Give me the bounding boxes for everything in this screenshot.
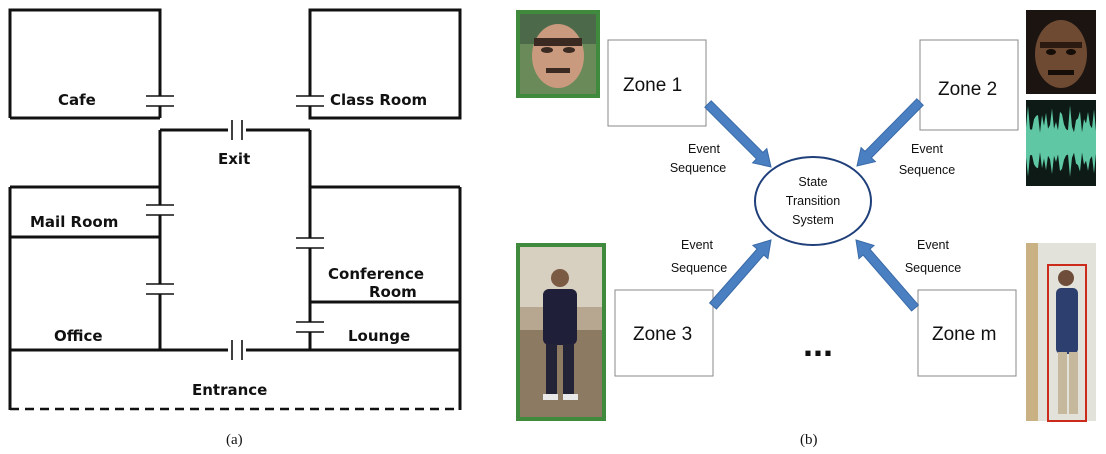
room-label-lounge: Lounge bbox=[348, 327, 410, 345]
face-image-zone1 bbox=[516, 10, 600, 98]
event-label-3b: Sequence bbox=[671, 261, 727, 275]
room-label-conference-line1: Conference bbox=[328, 265, 424, 283]
zonem-label: Zone m bbox=[932, 324, 996, 345]
center-label-line1: State bbox=[798, 175, 827, 189]
bounding-box bbox=[1047, 264, 1087, 422]
person-image-zonem bbox=[1026, 243, 1096, 422]
room-label-office: Office bbox=[54, 327, 103, 345]
floor-plan: Cafe Class Room Exit Mail Room Conferenc… bbox=[8, 8, 462, 448]
zone1-label: Zone 1 bbox=[623, 75, 682, 96]
zonem-box bbox=[917, 289, 1017, 377]
room-label-conference-line2: Room bbox=[369, 283, 417, 301]
state-transition-system bbox=[754, 156, 872, 246]
arrow-zone1 bbox=[704, 100, 772, 168]
caption-a: (a) bbox=[226, 432, 243, 448]
system-diagram: Zone 1 Zone 2 Zone 3 Zone m State Transi… bbox=[516, 10, 1096, 448]
zone2-label: Zone 2 bbox=[938, 79, 997, 100]
center-label-line2: Transition bbox=[786, 194, 840, 208]
person-image-zone3 bbox=[516, 243, 606, 421]
event-label-2a: Event bbox=[911, 142, 943, 156]
zone3-box bbox=[614, 289, 714, 377]
arrow-zone3 bbox=[708, 239, 772, 310]
room-label-cafe: Cafe bbox=[58, 91, 96, 109]
event-label-1b: Sequence bbox=[670, 161, 726, 175]
arrow-zonem bbox=[855, 239, 920, 312]
event-label-4b: Sequence bbox=[905, 261, 961, 275]
audio-waveform-image bbox=[1026, 100, 1096, 186]
arrow-zone2 bbox=[856, 98, 924, 167]
zone3-label: Zone 3 bbox=[633, 324, 692, 345]
more-zones-ellipsis: ... bbox=[803, 323, 833, 364]
face-image-zone2 bbox=[1026, 10, 1096, 94]
event-label-4a: Event bbox=[917, 238, 949, 252]
caption-b: (b) bbox=[800, 432, 818, 448]
cafe-wall bbox=[8, 8, 162, 118]
room-label-mail-room: Mail Room bbox=[30, 213, 118, 231]
center-label-line3: System bbox=[792, 213, 834, 227]
zone1-box bbox=[607, 39, 707, 127]
event-label-3a: Event bbox=[681, 238, 713, 252]
room-label-class-room: Class Room bbox=[330, 91, 427, 109]
room-label-exit: Exit bbox=[218, 150, 250, 168]
arrows bbox=[704, 98, 924, 312]
event-label-1a: Event bbox=[688, 142, 720, 156]
class-room-wall bbox=[308, 8, 462, 120]
room-label-entrance: Entrance bbox=[192, 381, 267, 399]
event-label-2b: Sequence bbox=[899, 163, 955, 177]
zone2-box bbox=[919, 39, 1019, 131]
